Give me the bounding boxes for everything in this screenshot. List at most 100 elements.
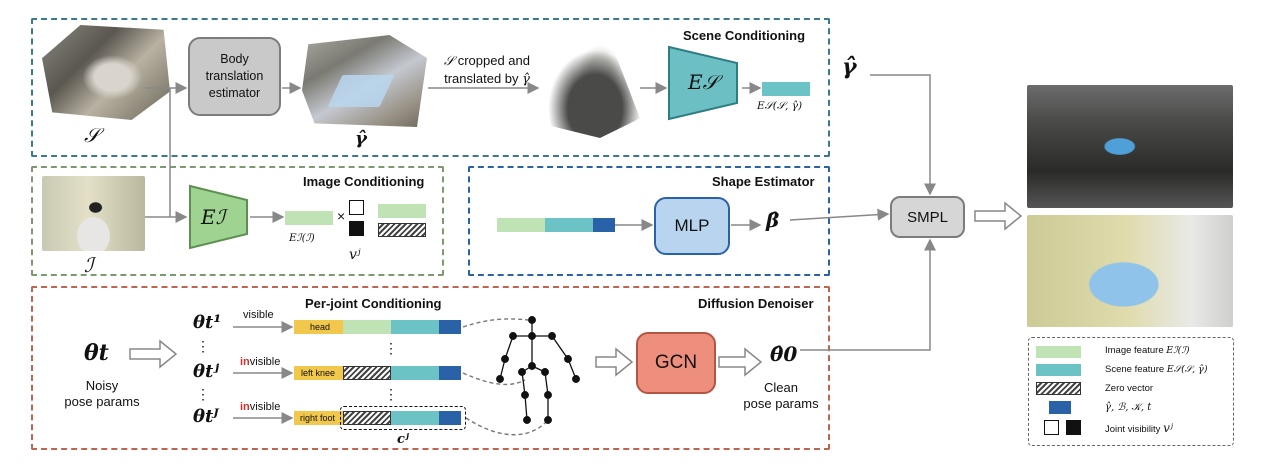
- visibility-white-square: [349, 200, 364, 215]
- cj-label: cʲ: [397, 432, 409, 447]
- gcn-box: GCN: [636, 332, 716, 394]
- dots-left-2: ⋮: [196, 386, 210, 402]
- theta0-label: θ̂0: [770, 342, 798, 366]
- diffusion-denoiser-title: Diffusion Denoiser: [698, 296, 814, 311]
- noisy-line2: pose params: [64, 394, 140, 409]
- scene-feature-bar: [762, 82, 810, 96]
- image-conditioning-title: Image Conditioning: [303, 174, 425, 189]
- legend-scene-text: Scene feature E𝒮(𝒮, γ̂): [1105, 364, 1208, 375]
- estimator-label: Body translation estimator: [205, 52, 264, 100]
- legend-cond-swatch: [1049, 401, 1071, 414]
- legend-vis-label: Joint visibility: [1105, 424, 1161, 435]
- vj-label: vʲ: [349, 247, 361, 263]
- legend-zero-text: Zero vector: [1105, 383, 1154, 394]
- crop-S-symbol: 𝒮: [444, 54, 455, 69]
- image-feature-label: Eℐ(ℐ): [289, 232, 315, 244]
- gcn-label: GCN: [654, 352, 698, 373]
- clean-line2: pose params: [743, 396, 819, 411]
- tag-rowJ-invisible: invisible: [240, 401, 280, 413]
- input-image-I-label: ℐ: [84, 253, 94, 277]
- shape-estimator-box: [468, 166, 830, 276]
- rowJ-zero-vector: [343, 411, 391, 425]
- rowJ-joint-name: right foot: [294, 411, 343, 425]
- arrow-theta0-to-smpl: [800, 238, 936, 351]
- times-symbol: ×: [337, 208, 346, 224]
- beta-label: β̂: [766, 208, 780, 232]
- hollow-arrow-from-smpl: [974, 201, 1023, 231]
- dots-left-1: ⋮: [196, 338, 210, 354]
- legend-scene-swatch: [1036, 364, 1081, 376]
- legend-cond-math: γ̂, ℬ, 𝒦, t: [1105, 402, 1152, 413]
- crop-text-line1: cropped and: [457, 53, 530, 68]
- smpl-label: SMPL: [907, 208, 948, 226]
- crop-text-line2: translated by: [444, 71, 519, 86]
- legend-image-math: Eℐ(ℐ): [1166, 345, 1190, 356]
- image-encoder-label: Eℐ: [201, 205, 225, 229]
- curve-rowj-to-knee: [462, 372, 526, 386]
- legend-vis-text: Joint visibility vʲ: [1105, 421, 1173, 435]
- rowJ-cond: [439, 411, 461, 425]
- crop-gamma-symbol: γ̂: [522, 72, 530, 87]
- noisy-pose-label: Noisy pose params: [62, 378, 142, 410]
- row1-joint-name: head: [294, 320, 343, 334]
- scene-conditioning-box: [31, 18, 830, 157]
- tag-rowj-invisible: invisible: [240, 356, 280, 368]
- legend-image-text: Image feature Eℐ(ℐ): [1105, 345, 1190, 356]
- smpl-box: SMPL: [890, 196, 965, 238]
- noisy-line1: Noisy: [85, 378, 119, 393]
- row1-image-feature: [343, 320, 391, 334]
- row1-joint-text: head: [310, 322, 331, 332]
- body-translation-estimator-box: Body translation estimator: [188, 37, 281, 116]
- curve-row1-to-head: [462, 318, 529, 328]
- tag-row1-text: visible: [243, 309, 274, 321]
- rowj-zero-vector: [343, 366, 391, 380]
- shape-input-cond-part: [593, 218, 615, 232]
- row1-cond: [439, 320, 461, 334]
- rowJ-scene-feature: [391, 411, 439, 425]
- scene-S-label: 𝒮: [84, 123, 100, 147]
- mlp-box: MLP: [654, 197, 730, 255]
- legend-vis-white: [1044, 420, 1059, 435]
- legend-zero-swatch: [1036, 382, 1081, 395]
- scene-conditioning-title: Scene Conditioning: [683, 28, 806, 43]
- clean-line1: Clean: [764, 380, 798, 395]
- shape-input-image-part: [497, 218, 545, 232]
- hollow-arrow-theta: [129, 339, 178, 369]
- scene-gamma-label: γ̂: [355, 128, 367, 149]
- theta-rowJ-label: θtᴶ: [193, 406, 219, 427]
- diffusion-denoiser-box: [31, 286, 830, 450]
- legend-image-label: Image feature: [1105, 345, 1164, 356]
- masked-image-feature-bar: [378, 204, 426, 218]
- output-render-image: [1027, 215, 1233, 327]
- output-render-scene: [1027, 85, 1233, 208]
- theta-row1-label: θt¹: [193, 312, 222, 333]
- shape-estimator-title: Shape Estimator: [712, 174, 815, 189]
- clean-pose-label: Clean pose params: [733, 380, 829, 412]
- rowj-cond: [439, 366, 461, 380]
- visibility-black-square: [349, 221, 364, 236]
- legend-scene-math: E𝒮(𝒮, γ̂): [1166, 364, 1208, 375]
- dots-mid-1: ⋮: [384, 340, 398, 356]
- rowj-joint-name: left knee: [294, 366, 343, 380]
- tag-rowj-text: visible: [249, 356, 281, 368]
- legend-vis-math: vʲ: [1163, 421, 1174, 435]
- rowj-scene-feature: [391, 366, 439, 380]
- shape-input-scene-part: [545, 218, 593, 232]
- mlp-label: MLP: [674, 216, 710, 235]
- image-conditioning-box: [31, 166, 444, 276]
- scene-encoder-label: E𝒮: [688, 70, 719, 94]
- crop-text: 𝒮 cropped and translated by γ̂: [432, 52, 542, 88]
- tag-rowj-prefix: in: [240, 356, 250, 368]
- tag-row1-visible: visible: [243, 309, 274, 321]
- smpl-gamma-label: γ̂: [842, 54, 857, 80]
- dots-mid-2: ⋮: [384, 386, 398, 402]
- per-joint-conditioning-title: Per-joint Conditioning: [305, 296, 442, 311]
- curve-rowJ-to-foot: [465, 417, 549, 436]
- scene-encoder: [668, 45, 738, 121]
- rowJ-joint-text: right foot: [300, 413, 336, 423]
- skeleton-graph: [496, 316, 580, 424]
- image-encoder: [189, 184, 248, 250]
- legend-scene-label: Scene feature: [1105, 364, 1165, 375]
- legend-image-swatch: [1036, 346, 1081, 358]
